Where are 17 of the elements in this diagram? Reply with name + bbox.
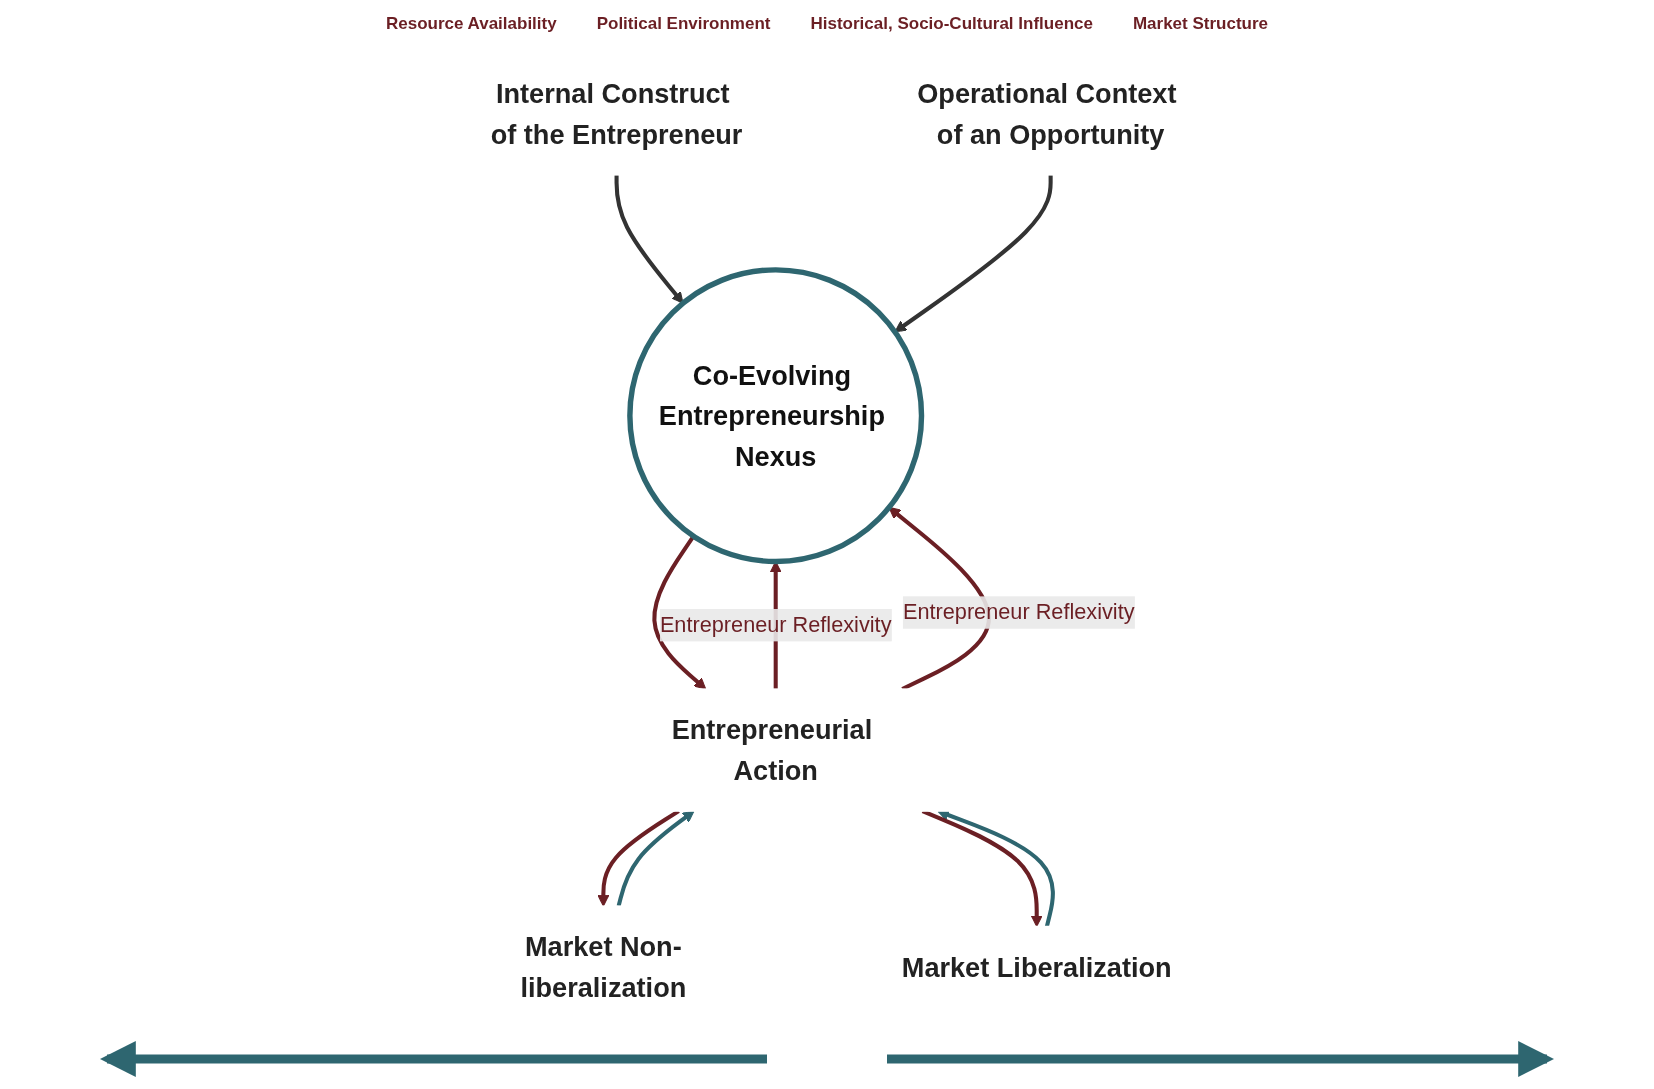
node-text: Market Liberalization: [901, 952, 1172, 983]
cycle-arrow-label: Resource Availability: [385, 14, 557, 34]
cycle-arrow-label: Market Structure: [1132, 14, 1269, 34]
edge-label: Entrepreneur Reflexivity: [659, 613, 892, 637]
cycle-arrow-label: Political Environment: [596, 14, 771, 34]
arrow: [894, 174, 1053, 333]
arrow: [888, 506, 991, 691]
edge-label: Entrepreneur Reflexivity: [902, 600, 1135, 624]
node-text: Internal Construct of the Entrepreneur: [490, 78, 743, 150]
arrow: [652, 535, 707, 690]
arrow: [616, 810, 695, 907]
arrow: [614, 174, 684, 304]
cycle-arrow-label: Historical, Socio-Cultural Influence: [810, 14, 1093, 34]
node-circle: Co-Evolving Entrepreneurship Nexus: [627, 267, 925, 565]
node-text: Market Non-liberalization: [520, 931, 687, 1003]
node-text: Entrepreneurial Action: [671, 714, 873, 786]
node-text: Operational Context of an Opportunity: [917, 78, 1177, 150]
